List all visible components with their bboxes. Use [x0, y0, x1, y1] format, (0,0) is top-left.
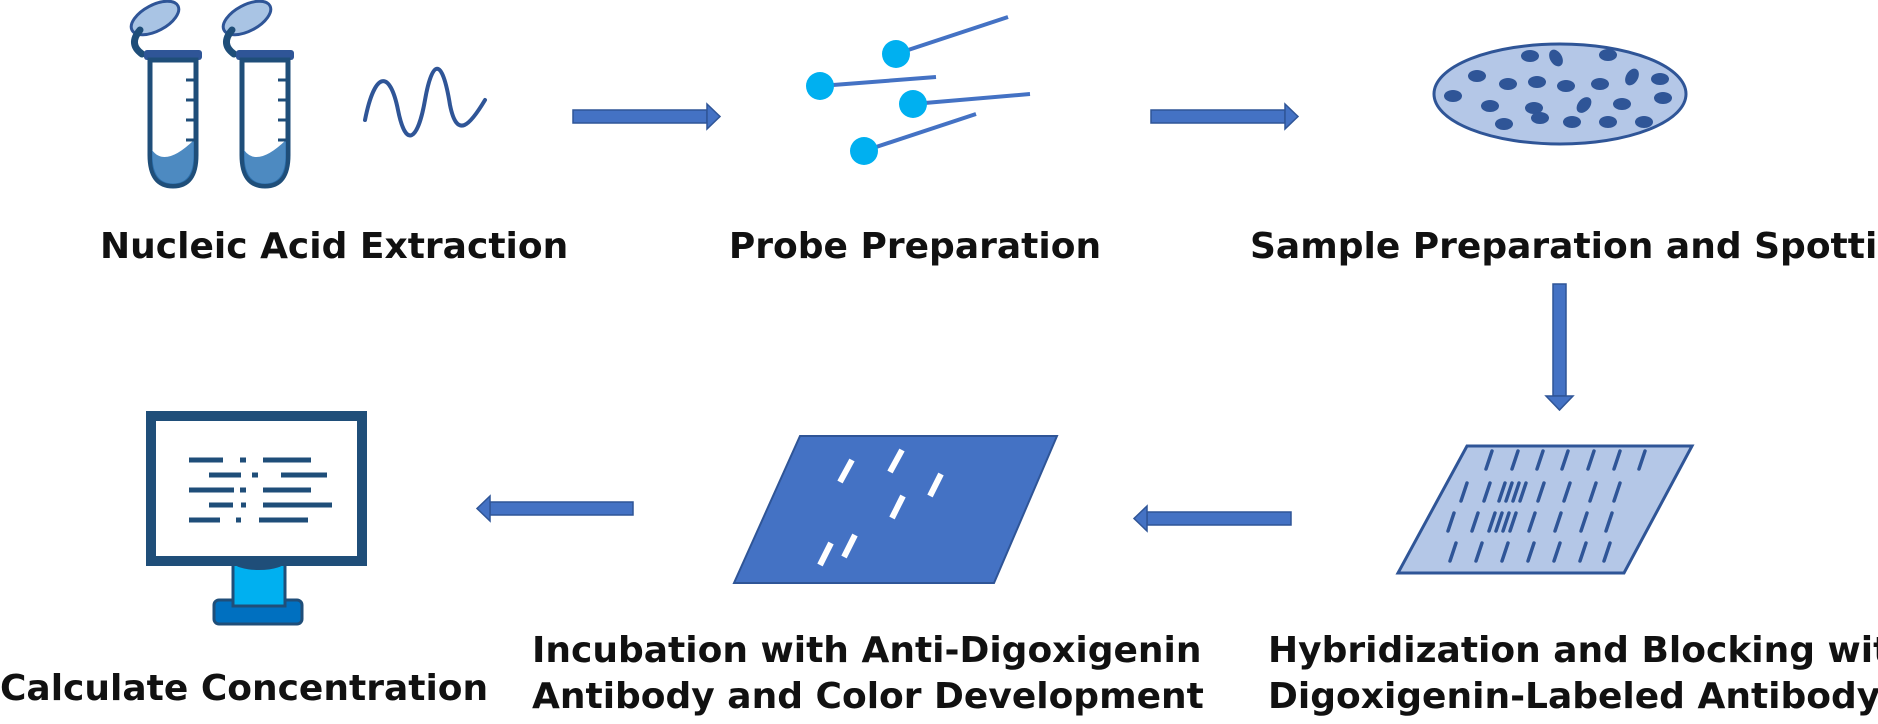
test-tube-icon: [221, 0, 294, 189]
hybridization-band: [1446, 511, 1456, 533]
left-arrow: [475, 494, 634, 523]
label-line: Sample Preparation and Spotting: [1250, 226, 1878, 267]
label-line: Calculate Concentration: [0, 668, 489, 709]
hybridization-band: [1508, 511, 1518, 533]
hybridization-band: [1552, 541, 1562, 563]
hybridization-band: [1612, 481, 1622, 503]
label-line: Nucleic Acid Extraction: [100, 226, 569, 267]
hybridization-band: [1474, 541, 1484, 563]
step-label-probe-preparation: Probe Preparation: [710, 224, 1120, 270]
hybridization-band: [1500, 541, 1510, 563]
hybridization-band: [1637, 449, 1647, 471]
hybridization-band: [1527, 511, 1537, 533]
hybridization-band: [1511, 481, 1521, 503]
label-line: Incubation with Anti-Digoxigenin: [532, 630, 1202, 671]
hybridization-band: [1553, 511, 1563, 533]
probe-lollipops-icon: [806, 15, 1031, 165]
hybridization-band: [1535, 449, 1545, 471]
hybridization-band: [1526, 541, 1536, 563]
hybridization-band: [1510, 449, 1520, 471]
label-line: Hybridization and Blocking with: [1268, 630, 1878, 671]
hybridization-band: [1578, 541, 1588, 563]
down-arrow: [1544, 283, 1575, 412]
label-line: Probe Preparation: [728, 226, 1102, 267]
hybridization-band: [1497, 481, 1507, 503]
hybridization-band: [1588, 481, 1598, 503]
hybridization-band: [1579, 511, 1589, 533]
label-line: Antibody and Color Development: [532, 676, 1204, 717]
label-line: Digoxigenin-Labeled Antibody: [1268, 676, 1878, 717]
hybridization-band: [1484, 449, 1494, 471]
step-label-nucleic-acid-extraction: Nucleic Acid Extraction: [100, 224, 569, 270]
right-arrow: [1150, 102, 1300, 131]
step-label-incubation-color-development: Incubation with Anti-Digoxigenin Antibod…: [532, 628, 1204, 720]
hybridization-band: [1562, 481, 1572, 503]
nucleic-acid-wave-icon: [363, 67, 487, 138]
hybridization-band: [1501, 511, 1511, 533]
hybridization-band: [1604, 511, 1614, 533]
hybridization-band: [1470, 511, 1480, 533]
hybridization-band: [1536, 481, 1546, 503]
hybridization-membrane-icon: [1395, 444, 1695, 575]
developed-membrane-icon: [732, 435, 1059, 584]
spotted-membrane-icon: [1432, 42, 1688, 146]
hybridization-band: [1482, 481, 1492, 503]
computer-monitor-icon: [146, 411, 367, 626]
step-label-hybridization-blocking: Hybridization and Blocking with Digoxige…: [1268, 628, 1878, 720]
test-tubes-and-nucleic-acid-wave-icon: [129, 0, 487, 189]
right-arrow: [572, 102, 722, 131]
hybridization-band: [1494, 511, 1504, 533]
hybridization-band: [1459, 481, 1469, 503]
hybridization-band: [1518, 481, 1528, 503]
test-tube-icon: [129, 0, 202, 189]
left-arrow: [1132, 504, 1292, 533]
hybridization-band: [1560, 449, 1570, 471]
hybridization-band: [1602, 541, 1612, 563]
step-label-calculate-concentration: Calculate Concentration: [0, 666, 489, 712]
hybridization-band: [1487, 511, 1497, 533]
hybridization-band: [1612, 449, 1622, 471]
hybridization-band: [1448, 541, 1458, 563]
hybridization-band: [1586, 449, 1596, 471]
hybridization-band: [1504, 481, 1514, 503]
step-label-sample-preparation-spotting: Sample Preparation and Spotting: [1250, 224, 1878, 270]
